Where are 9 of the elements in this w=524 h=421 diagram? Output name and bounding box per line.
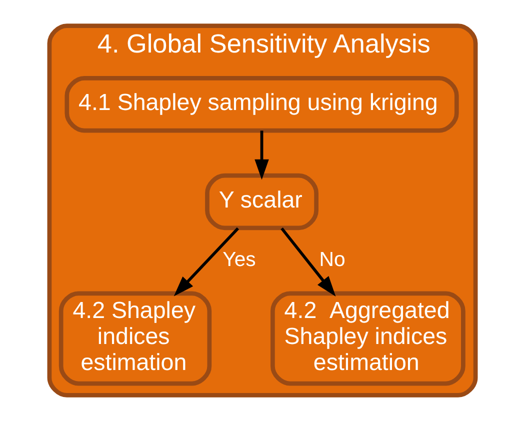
node-box: 4.2 Shapley indices estimation	[58, 291, 212, 386]
edge-label: Yes	[222, 249, 256, 272]
arrow	[173, 227, 239, 296]
node-box: 4.2 Aggregated Shapley indices estimation	[270, 291, 465, 386]
arrow	[280, 227, 336, 296]
node-box: 4.1 Shapley sampling using kriging	[64, 76, 458, 133]
node-box: Y scalar	[204, 173, 318, 230]
arrow	[254, 130, 268, 180]
edge-label: No	[318, 249, 345, 272]
